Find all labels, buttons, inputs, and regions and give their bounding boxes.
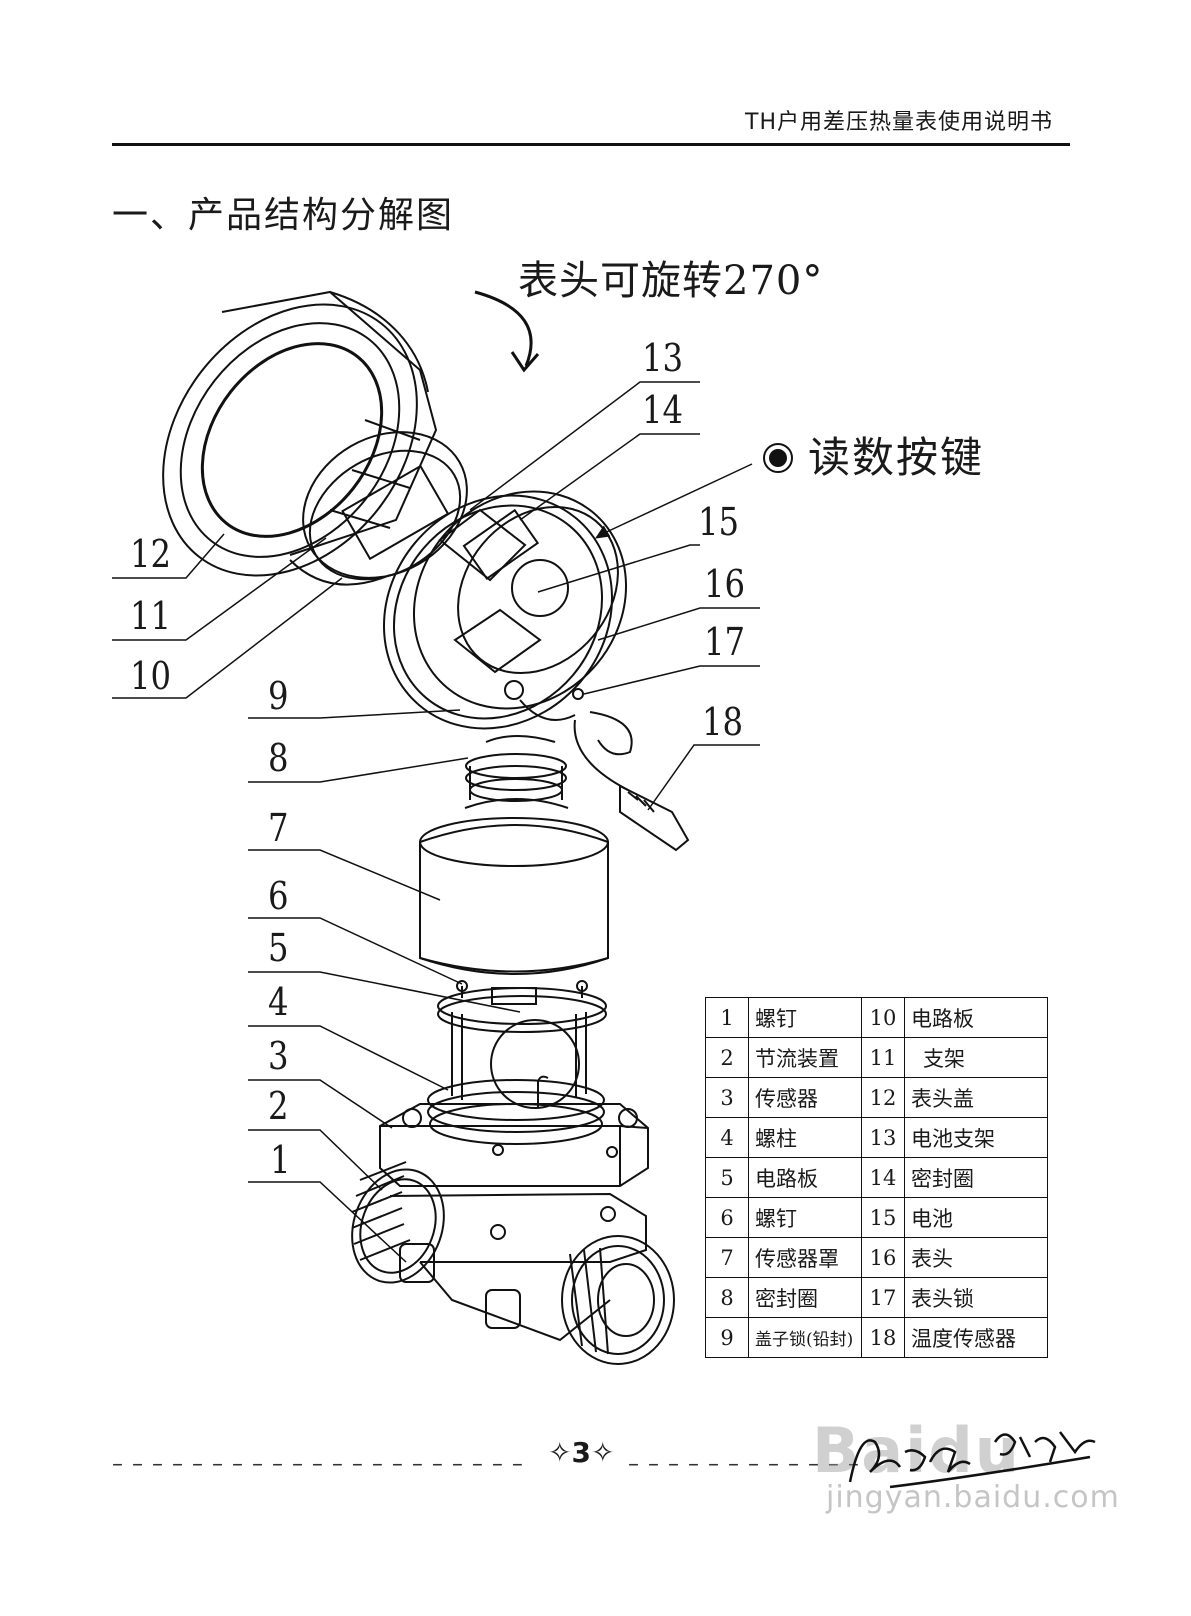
callout-8: 8 [268, 736, 289, 780]
table-row: 3 传感器 12 表头盖 [705, 1077, 1048, 1118]
read-button-label: 读数按键 [808, 433, 985, 482]
part-number: 15 [861, 1197, 905, 1238]
header-rule [112, 143, 1070, 146]
part-number: 11 [861, 1037, 905, 1078]
callout-1: 1 [270, 1138, 291, 1182]
callout-14: 14 [642, 388, 684, 432]
callout-9: 9 [268, 674, 289, 718]
part-number: 16 [861, 1237, 905, 1278]
footer-rule-left: – – – – – – – – – – – – – – – – – – – – … [112, 1452, 532, 1477]
table-row: 4 螺柱 13 电池支架 [705, 1117, 1048, 1158]
callout-7: 7 [268, 806, 289, 850]
valve-body [351, 1161, 675, 1365]
watermark-url: jingyan.baidu.com [826, 1480, 1120, 1515]
part-number: 17 [861, 1277, 905, 1318]
leader-lines-right [469, 381, 760, 811]
part-name: 支架 [904, 1037, 1048, 1078]
header-title: TH户用差压热量表使用说明书 [745, 110, 1053, 135]
part-name: 密封圈 [748, 1277, 862, 1318]
meter-head-body [383, 490, 628, 730]
part-name: 螺柱 [748, 1117, 862, 1158]
part-number: 6 [705, 1197, 749, 1238]
part-number: 13 [861, 1117, 905, 1158]
part-name: 电路板 [748, 1157, 862, 1198]
sensor-assembly [427, 1012, 605, 1145]
circuit-board [437, 980, 607, 1033]
part-number: 4 [705, 1117, 749, 1158]
callout-12: 12 [130, 532, 172, 576]
callout-13: 13 [642, 336, 684, 380]
callout-11: 11 [130, 594, 172, 638]
part-number: 7 [705, 1237, 749, 1278]
table-row: 2 节流装置 11 支架 [705, 1037, 1048, 1078]
leader-lines-left [112, 533, 521, 1263]
part-name: 表头盖 [904, 1077, 1048, 1118]
table-row: 1 螺钉 10 电路板 [705, 997, 1048, 1038]
part-number: 10 [861, 997, 905, 1038]
part-name: 传感器罩 [748, 1237, 862, 1278]
callout-18: 18 [702, 700, 744, 744]
part-name: 螺钉 [748, 1197, 862, 1238]
section-title: 一、产品结构分解图 [112, 195, 455, 236]
part-name: 传感器 [748, 1077, 862, 1118]
table-row: 9 盖子锁(铅封) 18 温度传感器 [705, 1317, 1048, 1358]
table-row: 7 传感器罩 16 表头 [705, 1237, 1048, 1278]
page-number: ✧3✧ [548, 1436, 615, 1469]
rotation-arrow [474, 290, 533, 367]
part-number: 3 [705, 1077, 749, 1118]
callout-3: 3 [268, 1034, 289, 1078]
callout-17: 17 [704, 620, 746, 664]
table-row: 8 密封圈 17 表头锁 [705, 1277, 1048, 1318]
callout-15: 15 [698, 500, 740, 544]
part-number: 14 [861, 1157, 905, 1198]
callout-4: 4 [268, 980, 289, 1024]
part-name: 密封圈 [904, 1157, 1048, 1198]
seal-ring [465, 735, 567, 802]
part-name: 节流装置 [748, 1037, 862, 1078]
part-number: 8 [705, 1277, 749, 1318]
read-button-marker [763, 443, 793, 473]
part-name: 电池支架 [904, 1117, 1048, 1158]
table-row: 6 螺钉 15 电池 [705, 1197, 1048, 1238]
footer-rule-right: – – – – – – – – – – – – – – – – – [628, 1452, 858, 1477]
part-number: 2 [705, 1037, 749, 1078]
sensor-cover [419, 798, 609, 975]
part-name: 表头锁 [904, 1277, 1048, 1318]
callout-10: 10 [130, 654, 172, 698]
part-name: 螺钉 [748, 997, 862, 1038]
part-number: 1 [705, 997, 749, 1038]
bracket-and-board [289, 431, 468, 586]
parts-table: 1 螺钉 10 电路板 2 节流装置 11 支架 3 传感器 12 表头盖 4 … [705, 997, 1048, 1358]
callout-6: 6 [268, 874, 289, 918]
callout-16: 16 [704, 562, 746, 606]
callout-5: 5 [268, 926, 289, 970]
part-name: 电路板 [904, 997, 1048, 1038]
part-number: 12 [861, 1077, 905, 1118]
part-name: 盖子锁(铅封) [748, 1317, 862, 1358]
rotation-note: 表头可旋转270° [518, 258, 824, 304]
table-row: 5 电路板 14 密封圈 [705, 1157, 1048, 1198]
part-name: 表头 [904, 1237, 1048, 1278]
throttle-device [379, 1103, 649, 1187]
part-number: 9 [705, 1317, 749, 1358]
part-name: 温度传感器 [904, 1317, 1048, 1358]
rotation-arrowhead [510, 351, 540, 373]
callout-2: 2 [268, 1084, 289, 1128]
part-name: 电池 [904, 1197, 1048, 1238]
signature-image [848, 1431, 1096, 1489]
part-number: 18 [861, 1317, 905, 1358]
meter-head-cover [162, 290, 438, 577]
part-number: 5 [705, 1157, 749, 1198]
temperature-sensor [573, 711, 690, 852]
